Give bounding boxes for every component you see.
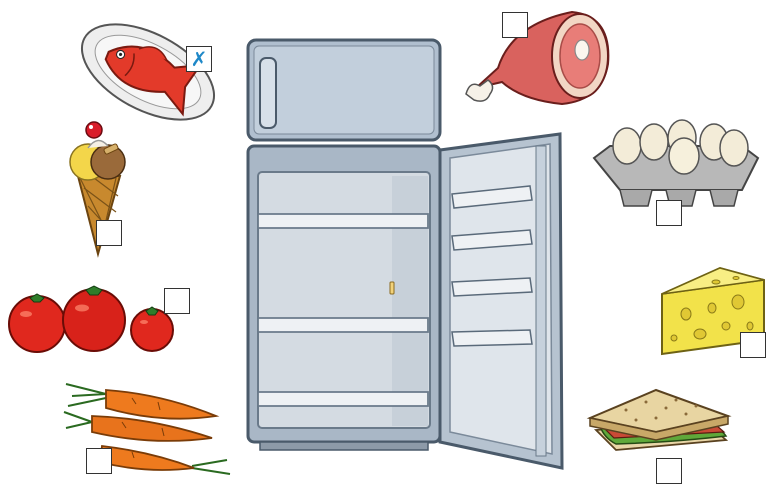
fish-illustration xyxy=(76,10,221,135)
sandwich-illustration xyxy=(586,386,736,456)
freezer-handle xyxy=(259,57,277,129)
fridge-shelves xyxy=(257,213,429,407)
tomatoes-checkbox[interactable] xyxy=(164,288,190,314)
eggs-checkbox[interactable] xyxy=(656,200,682,226)
cheese-illustration xyxy=(656,266,768,358)
ice-cream-checkbox[interactable] xyxy=(96,220,122,246)
carrots-checkbox[interactable] xyxy=(86,448,112,474)
fish-checkbox[interactable]: ✗ xyxy=(186,46,212,72)
ham-illustration xyxy=(462,4,612,106)
sandwich-checkbox[interactable] xyxy=(656,458,682,484)
door-shelves xyxy=(451,185,533,347)
ice-cream-illustration xyxy=(58,116,133,258)
eggs-illustration xyxy=(592,118,762,210)
ham-checkbox[interactable] xyxy=(502,12,528,38)
tomatoes-illustration xyxy=(4,282,179,354)
cheese-checkbox[interactable] xyxy=(740,332,766,358)
carrots-illustration xyxy=(62,382,232,482)
open-fridge xyxy=(240,36,575,487)
fridge-interior xyxy=(257,171,431,429)
